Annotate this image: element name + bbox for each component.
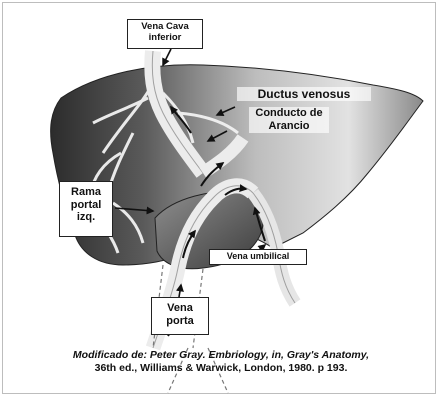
label-vena-cava: Vena Cava inferior [127, 19, 203, 49]
label-vena-umbilical: Vena umbilical [209, 249, 307, 265]
figure-caption: Modificado de: Peter Gray. Embriology, i… [15, 349, 427, 375]
label-vena-porta: Vena porta [151, 297, 209, 335]
label-rama-portal: Rama portal izq. [59, 181, 113, 237]
caption-line-1: Modificado de: Peter Gray. Embriology, i… [73, 349, 369, 361]
label-conducto-arancio: Conducto de Arancio [249, 107, 329, 133]
caption-line-2: 36th ed., Williams & Warwick, London, 19… [15, 362, 427, 375]
figure-frame: Vena Cava inferior Ductus venosus Conduc… [2, 2, 436, 394]
label-ductus-venosus: Ductus venosus [237, 87, 371, 101]
